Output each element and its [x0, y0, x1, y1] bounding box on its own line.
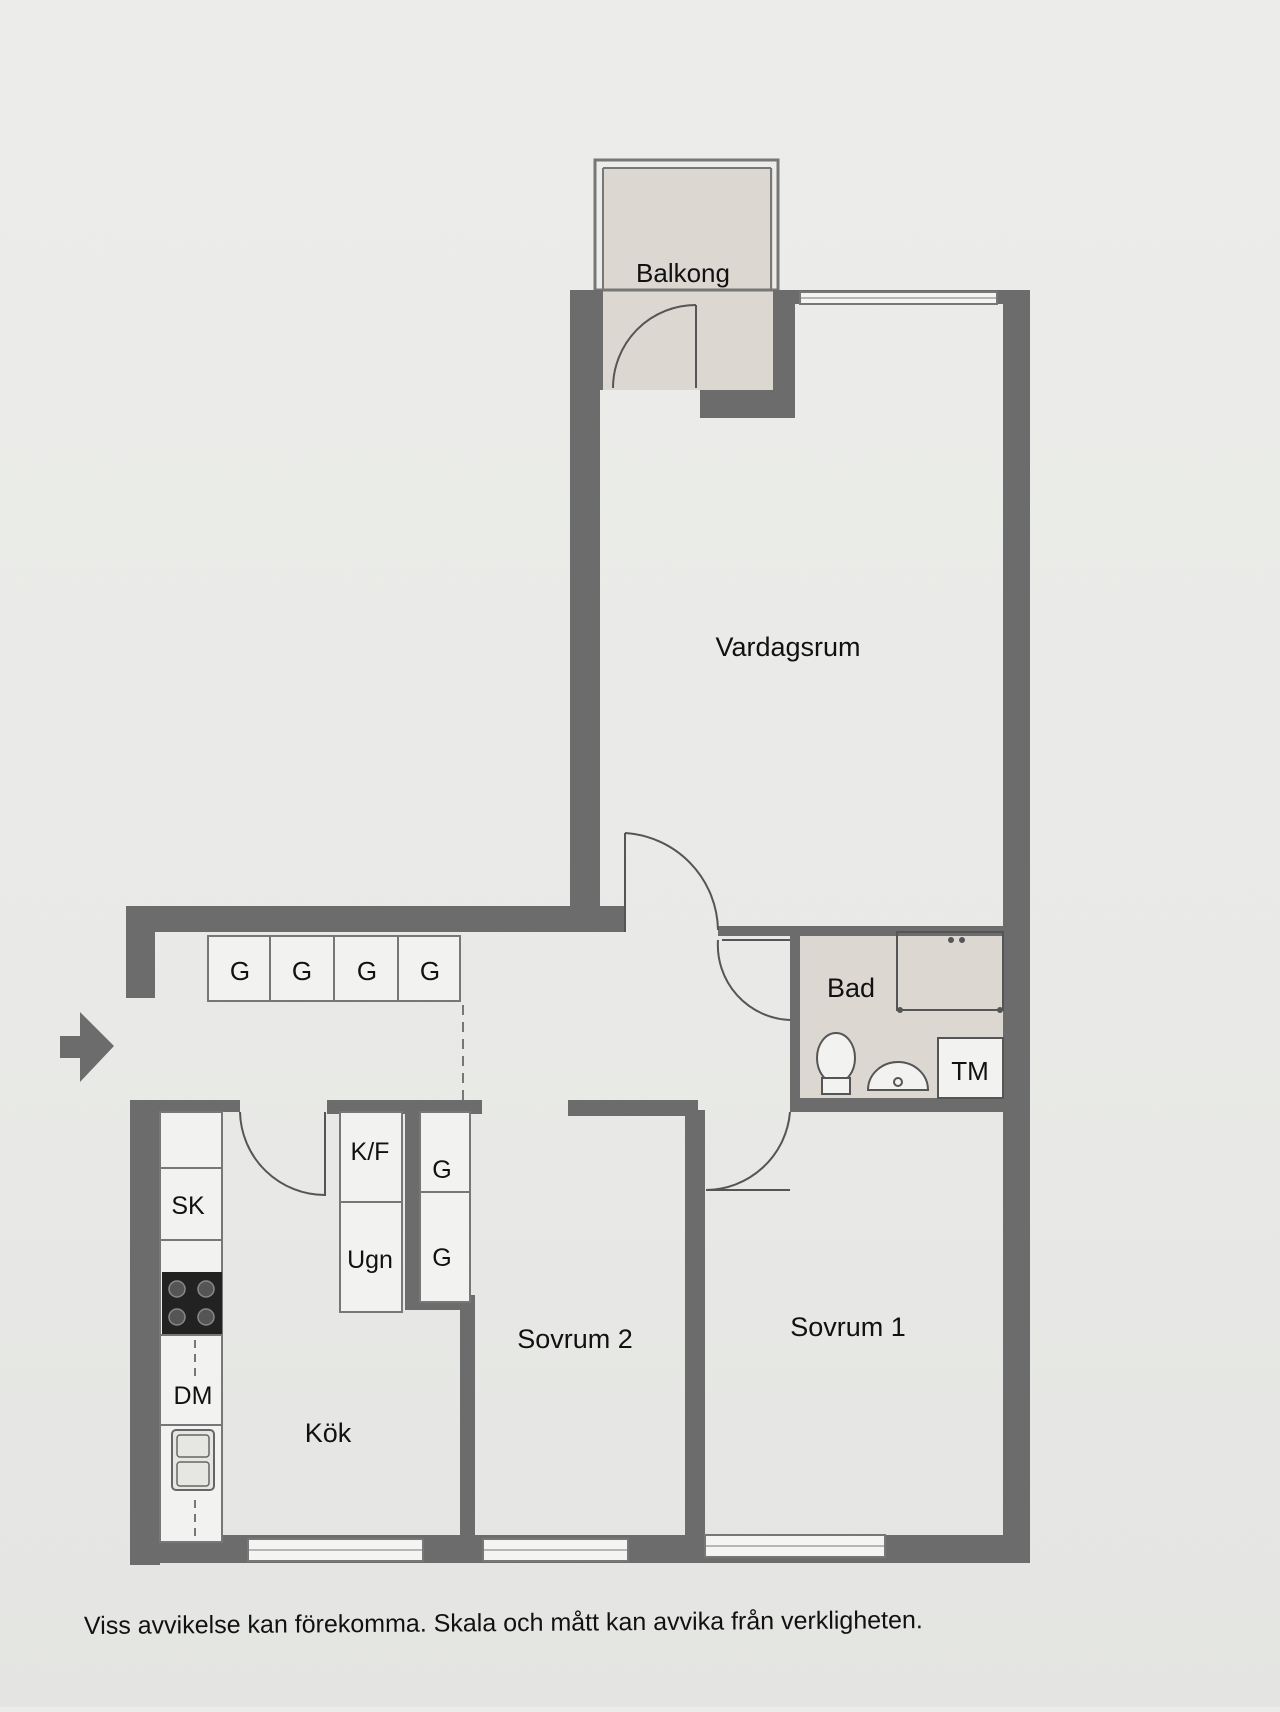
- cabinet-label: SK: [171, 1192, 205, 1220]
- room-label-balcony: Balkong: [636, 258, 730, 288]
- balcony-floor: [603, 168, 773, 390]
- arrow-right-icon: [60, 1012, 114, 1082]
- room-label-bedroom-1: Sovrum 1: [790, 1312, 906, 1342]
- bathroom-fixtures: [816, 931, 1004, 1099]
- dishwasher-label: DM: [174, 1382, 213, 1410]
- room-label-bedroom-2: Sovrum 2: [517, 1324, 633, 1354]
- room-label-living-room: Vardagsrum: [715, 632, 860, 662]
- walls: [126, 290, 1030, 1565]
- wardrobe-label: G: [432, 1156, 451, 1184]
- fridge-freezer-label: K/F: [351, 1138, 390, 1166]
- room-label-kitchen: Kök: [305, 1418, 352, 1448]
- wardrobe-label: G: [357, 956, 377, 986]
- kitchen-sink: [171, 1429, 215, 1491]
- wardrobe-label: G: [292, 956, 312, 986]
- wardrobe-label: G: [420, 956, 440, 986]
- room-label-bathroom: Bad: [827, 973, 875, 1003]
- wardrobe-label: G: [230, 956, 250, 986]
- room-label-laundry: TM: [951, 1056, 989, 1086]
- balcony-railing: [593, 158, 780, 292]
- oven-label: Ugn: [347, 1246, 393, 1274]
- door-swings: [239, 304, 791, 1197]
- hall-wardrobes: [207, 935, 461, 1002]
- wardrobe-label: G: [432, 1244, 451, 1272]
- stove: [162, 1272, 222, 1334]
